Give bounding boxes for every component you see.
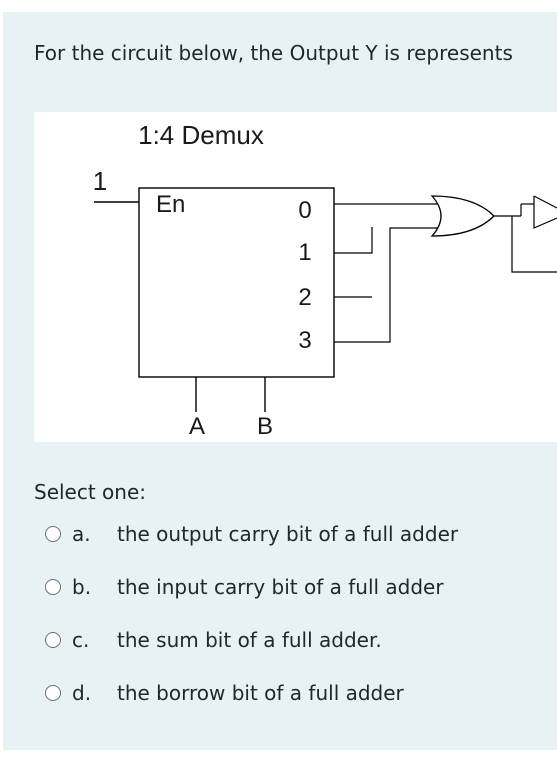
- output-wires: [334, 203, 449, 343]
- input-value-label: 1: [93, 166, 107, 196]
- option-a[interactable]: a. the output carry bit of a full adder: [45, 514, 545, 554]
- select-label-b: B: [257, 413, 273, 440]
- option-letter: a.: [72, 522, 91, 546]
- select-one-label: Select one:: [34, 480, 147, 504]
- radio-button-b[interactable]: [45, 579, 61, 595]
- feedback-wire: [511, 216, 557, 273]
- output-label-3: 3: [298, 327, 311, 354]
- option-text[interactable]: the sum bit of a full adder.: [117, 628, 382, 652]
- demux-circuit-diagram: 1:4 Demux 1 En 0 1 2 3: [93, 120, 557, 440]
- circuit-figure: 1:4 Demux 1 En 0 1 2 3: [34, 112, 557, 442]
- select-label-a: A: [189, 413, 205, 440]
- option-letter: b.: [72, 575, 92, 599]
- or-gate: [430, 195, 495, 237]
- option-d[interactable]: d. the borrow bit of a full adder: [45, 673, 545, 713]
- radio-button-d[interactable]: [45, 685, 61, 701]
- option-text[interactable]: the output carry bit of a full adder: [117, 522, 459, 546]
- demux-box: [138, 187, 335, 378]
- option-b[interactable]: b. the input carry bit of a full adder: [45, 567, 545, 607]
- radio-button-c[interactable]: [45, 632, 61, 648]
- enable-label: En: [156, 191, 185, 218]
- question-text: For the circuit below, the Output Y is r…: [34, 41, 513, 65]
- radio-button-a[interactable]: [45, 526, 61, 542]
- output-label-2: 2: [298, 284, 311, 311]
- option-letter: c.: [72, 628, 90, 652]
- output-label-0: 0: [298, 197, 311, 224]
- wire-output-1: [334, 227, 373, 254]
- demux-title: 1:4 Demux: [138, 120, 264, 150]
- option-c[interactable]: c. the sum bit of a full adder.: [45, 620, 545, 660]
- question-card: For the circuit below, the Output Y is r…: [3, 12, 557, 750]
- output-label-1: 1: [298, 239, 311, 266]
- wire-output-3: [334, 227, 449, 343]
- option-letter: d.: [72, 681, 92, 705]
- buffer-triangle: [533, 195, 557, 229]
- option-text[interactable]: the borrow bit of a full adder: [117, 681, 404, 705]
- option-text[interactable]: the input carry bit of a full adder: [117, 575, 444, 599]
